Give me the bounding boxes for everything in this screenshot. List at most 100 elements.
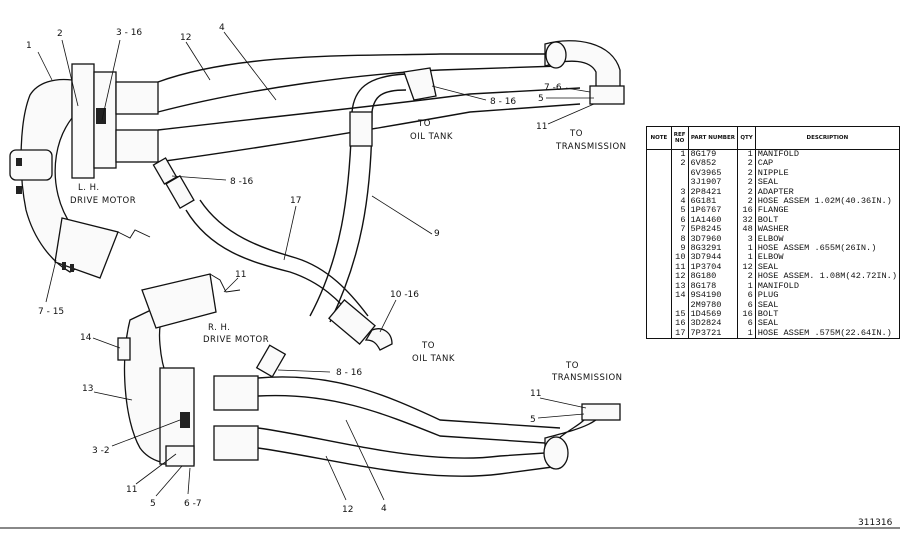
cell-description: BOLT (754, 309, 900, 320)
callout-15: 10 -16 (390, 290, 419, 300)
oil-tank-mid-label-line2: OIL TANK (412, 354, 455, 364)
callout-2: 2 (57, 29, 63, 39)
cell-note (646, 149, 672, 160)
oil-tank-top-label-line1: TO (417, 119, 431, 129)
rh-motor-label-line2: DRIVE MOTOR (203, 335, 269, 345)
cell-qty: 2 (737, 177, 756, 188)
cell-description: MANIFOLD (754, 149, 900, 160)
cell-qty: 6 (737, 300, 756, 310)
cell-note (646, 272, 672, 282)
lower-hoses (213, 344, 621, 477)
callout-17: 13 (82, 384, 93, 394)
cell-qty: 6 (737, 290, 756, 301)
callout-13: 7 - 15 (38, 307, 64, 317)
callout-4: 12 (180, 33, 191, 43)
callout-1: 1 (26, 41, 32, 51)
callout-8: 11 (536, 122, 547, 132)
cell-note (646, 215, 672, 226)
callout-16: 14 (80, 333, 92, 343)
callout-21: 3 -2 (92, 446, 110, 456)
cell-qty: 12 (737, 262, 756, 273)
cell-qty: 1 (737, 328, 756, 340)
callout-26: 4 (381, 504, 387, 514)
cell-qty: 16 (737, 206, 756, 216)
cell-description: HOSE ASSEM .575M(22.64IN.) (754, 328, 900, 340)
cell-description: ELBOW (754, 253, 900, 263)
cell-description: HOSE ASSEM. 1.08M(42.72IN.) (754, 271, 900, 282)
cell-note (646, 206, 672, 216)
figure-id: 311316 (858, 518, 893, 528)
callout-14: 11 (235, 270, 246, 280)
col-ref-no: REF NO (670, 126, 689, 150)
cell-description: FLANGE (754, 206, 900, 216)
cell-description: ADAPTER (754, 187, 900, 198)
cell-description: NIPPLE (754, 168, 900, 179)
cell-qty: 6 (737, 318, 756, 329)
lh-motor-label-line2: DRIVE MOTOR (70, 196, 136, 206)
oil-tank-top-label-line2: OIL TANK (410, 132, 453, 142)
cell-description: PLUG (754, 290, 900, 301)
cell-description: HOSE ASSEM .655M(26IN.) (754, 243, 900, 254)
lh-drive-motor (9, 63, 151, 279)
cell-note (646, 197, 672, 207)
callout-20: 5 (530, 415, 536, 425)
cell-note (646, 291, 672, 301)
callout-19: 11 (530, 389, 541, 399)
callout-24: 6 -7 (184, 499, 202, 509)
cell-qty: 32 (737, 215, 756, 226)
cell-ref-no: 17 (670, 328, 689, 340)
callout-9: 8 - 16 (490, 97, 516, 107)
callout-6: 7 -6 (544, 83, 562, 93)
callout-25: 12 (342, 505, 353, 515)
cell-qty: 3 (737, 234, 756, 245)
cell-description: SEAL (754, 300, 900, 310)
cell-note (646, 262, 672, 273)
callouts: 1 2 3 - 16 12 4 7 -6 5 11 8 - 16 8 -16 9… (26, 23, 595, 515)
oil-tank-mid-label-line1: TO (421, 341, 435, 351)
cell-note (646, 281, 672, 292)
callout-18: 8 - 16 (336, 368, 362, 378)
cell-qty: 2 (737, 168, 756, 179)
cell-ref-no: 14 (670, 290, 689, 301)
cell-description: BOLT (754, 215, 900, 226)
cell-qty: 2 (737, 196, 756, 207)
cell-description: MANIFOLD (754, 281, 900, 292)
cell-note (646, 187, 672, 198)
upper-hoses (115, 40, 625, 163)
cell-qty: 1 (737, 281, 756, 292)
cell-ref-no (670, 168, 689, 179)
cell-part-number: 7P3721 (687, 328, 739, 340)
transmission-bottom-label-line2: TRANSMISSION (551, 373, 623, 383)
callout-7: 5 (538, 94, 544, 104)
col-part-number: PART NUMBER (687, 126, 739, 150)
parts-table-header: NOTE REF NO PART NUMBER QTY DESCRIPTION (646, 126, 900, 150)
cell-note (646, 159, 672, 169)
cell-qty: 2 (737, 187, 756, 198)
callout-10: 8 -16 (230, 177, 254, 187)
cell-description: WASHER (754, 224, 900, 235)
transmission-top-label-line1: TO (569, 129, 583, 139)
cell-qty: 16 (737, 309, 756, 320)
cell-description: ELBOW (754, 234, 900, 245)
cell-qty: 1 (737, 253, 756, 263)
hose-17 (152, 157, 369, 323)
